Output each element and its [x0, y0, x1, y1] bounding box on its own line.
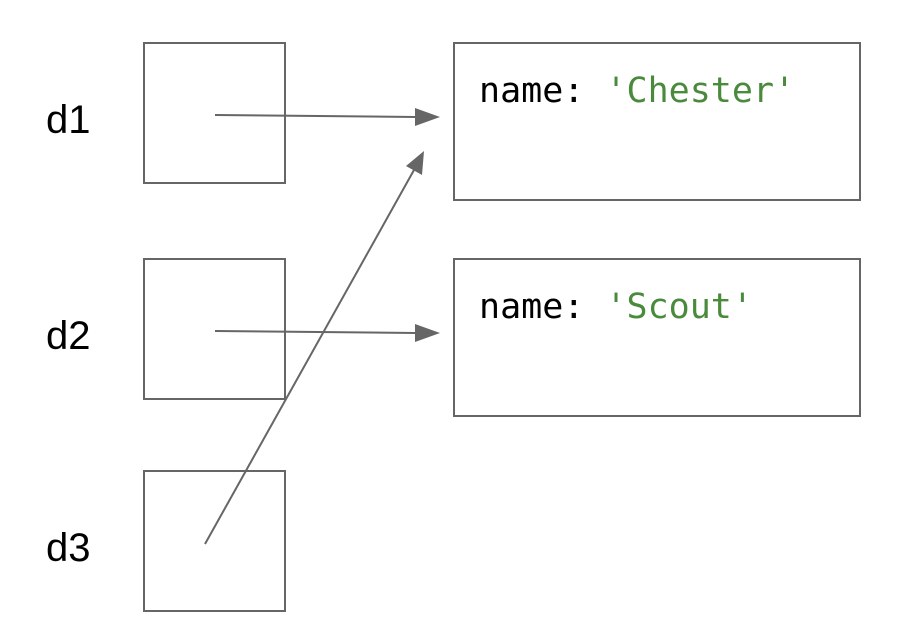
- object-1-key: name: [479, 71, 564, 111]
- arrowhead-d1: [415, 108, 440, 126]
- arrowhead-d3: [406, 151, 424, 175]
- object-1-property: name: 'Chester': [479, 74, 795, 109]
- variable-label-d3: d3: [46, 526, 91, 570]
- variable-box-d1: [143, 42, 286, 184]
- arrowhead-d2: [415, 324, 440, 342]
- object-2-key: name: [479, 287, 564, 327]
- arrow-d3-to-object-1: [204, 169, 415, 545]
- object-box-2: name: 'Scout': [453, 258, 861, 417]
- object-1-separator: :: [563, 71, 606, 111]
- variable-label-d1: d1: [46, 98, 91, 142]
- object-2-property: name: 'Scout': [479, 290, 753, 325]
- variable-label-d2: d2: [46, 314, 91, 358]
- variable-box-d2: [143, 258, 286, 400]
- arrow-d2-to-object-2: [214, 330, 417, 334]
- arrow-d1-to-object-1: [214, 114, 417, 118]
- variable-box-d3: [143, 470, 286, 612]
- object-1-value: 'Chester': [605, 71, 796, 111]
- object-box-1: name: 'Chester': [453, 42, 861, 201]
- object-2-separator: :: [563, 287, 606, 327]
- object-2-value: 'Scout': [605, 287, 753, 327]
